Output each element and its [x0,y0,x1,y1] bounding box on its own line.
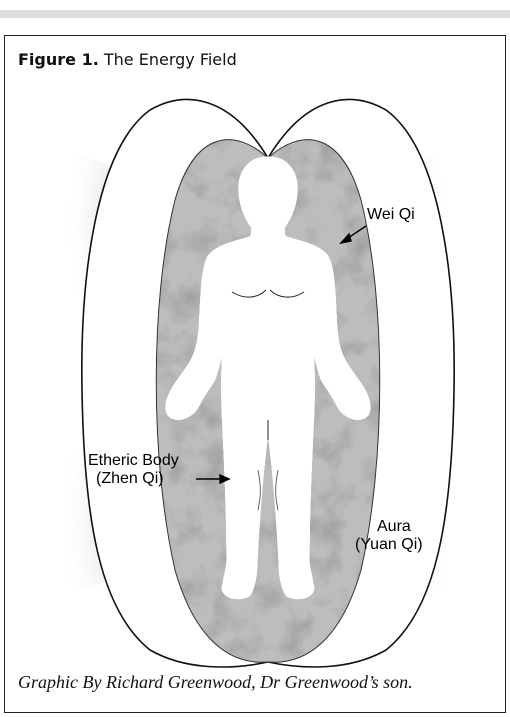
zhen-qi-label: (Zhen Qi) [96,470,164,488]
aura-label: Aura [377,518,411,536]
wei-qi-label: Wei Qi [367,206,415,224]
etheric-body-label: Etheric Body [88,452,179,470]
yuan-qi-label: (Yuan Qi) [355,536,423,554]
figure-caption: Graphic By Richard Greenwood, Dr Greenwo… [18,672,413,693]
